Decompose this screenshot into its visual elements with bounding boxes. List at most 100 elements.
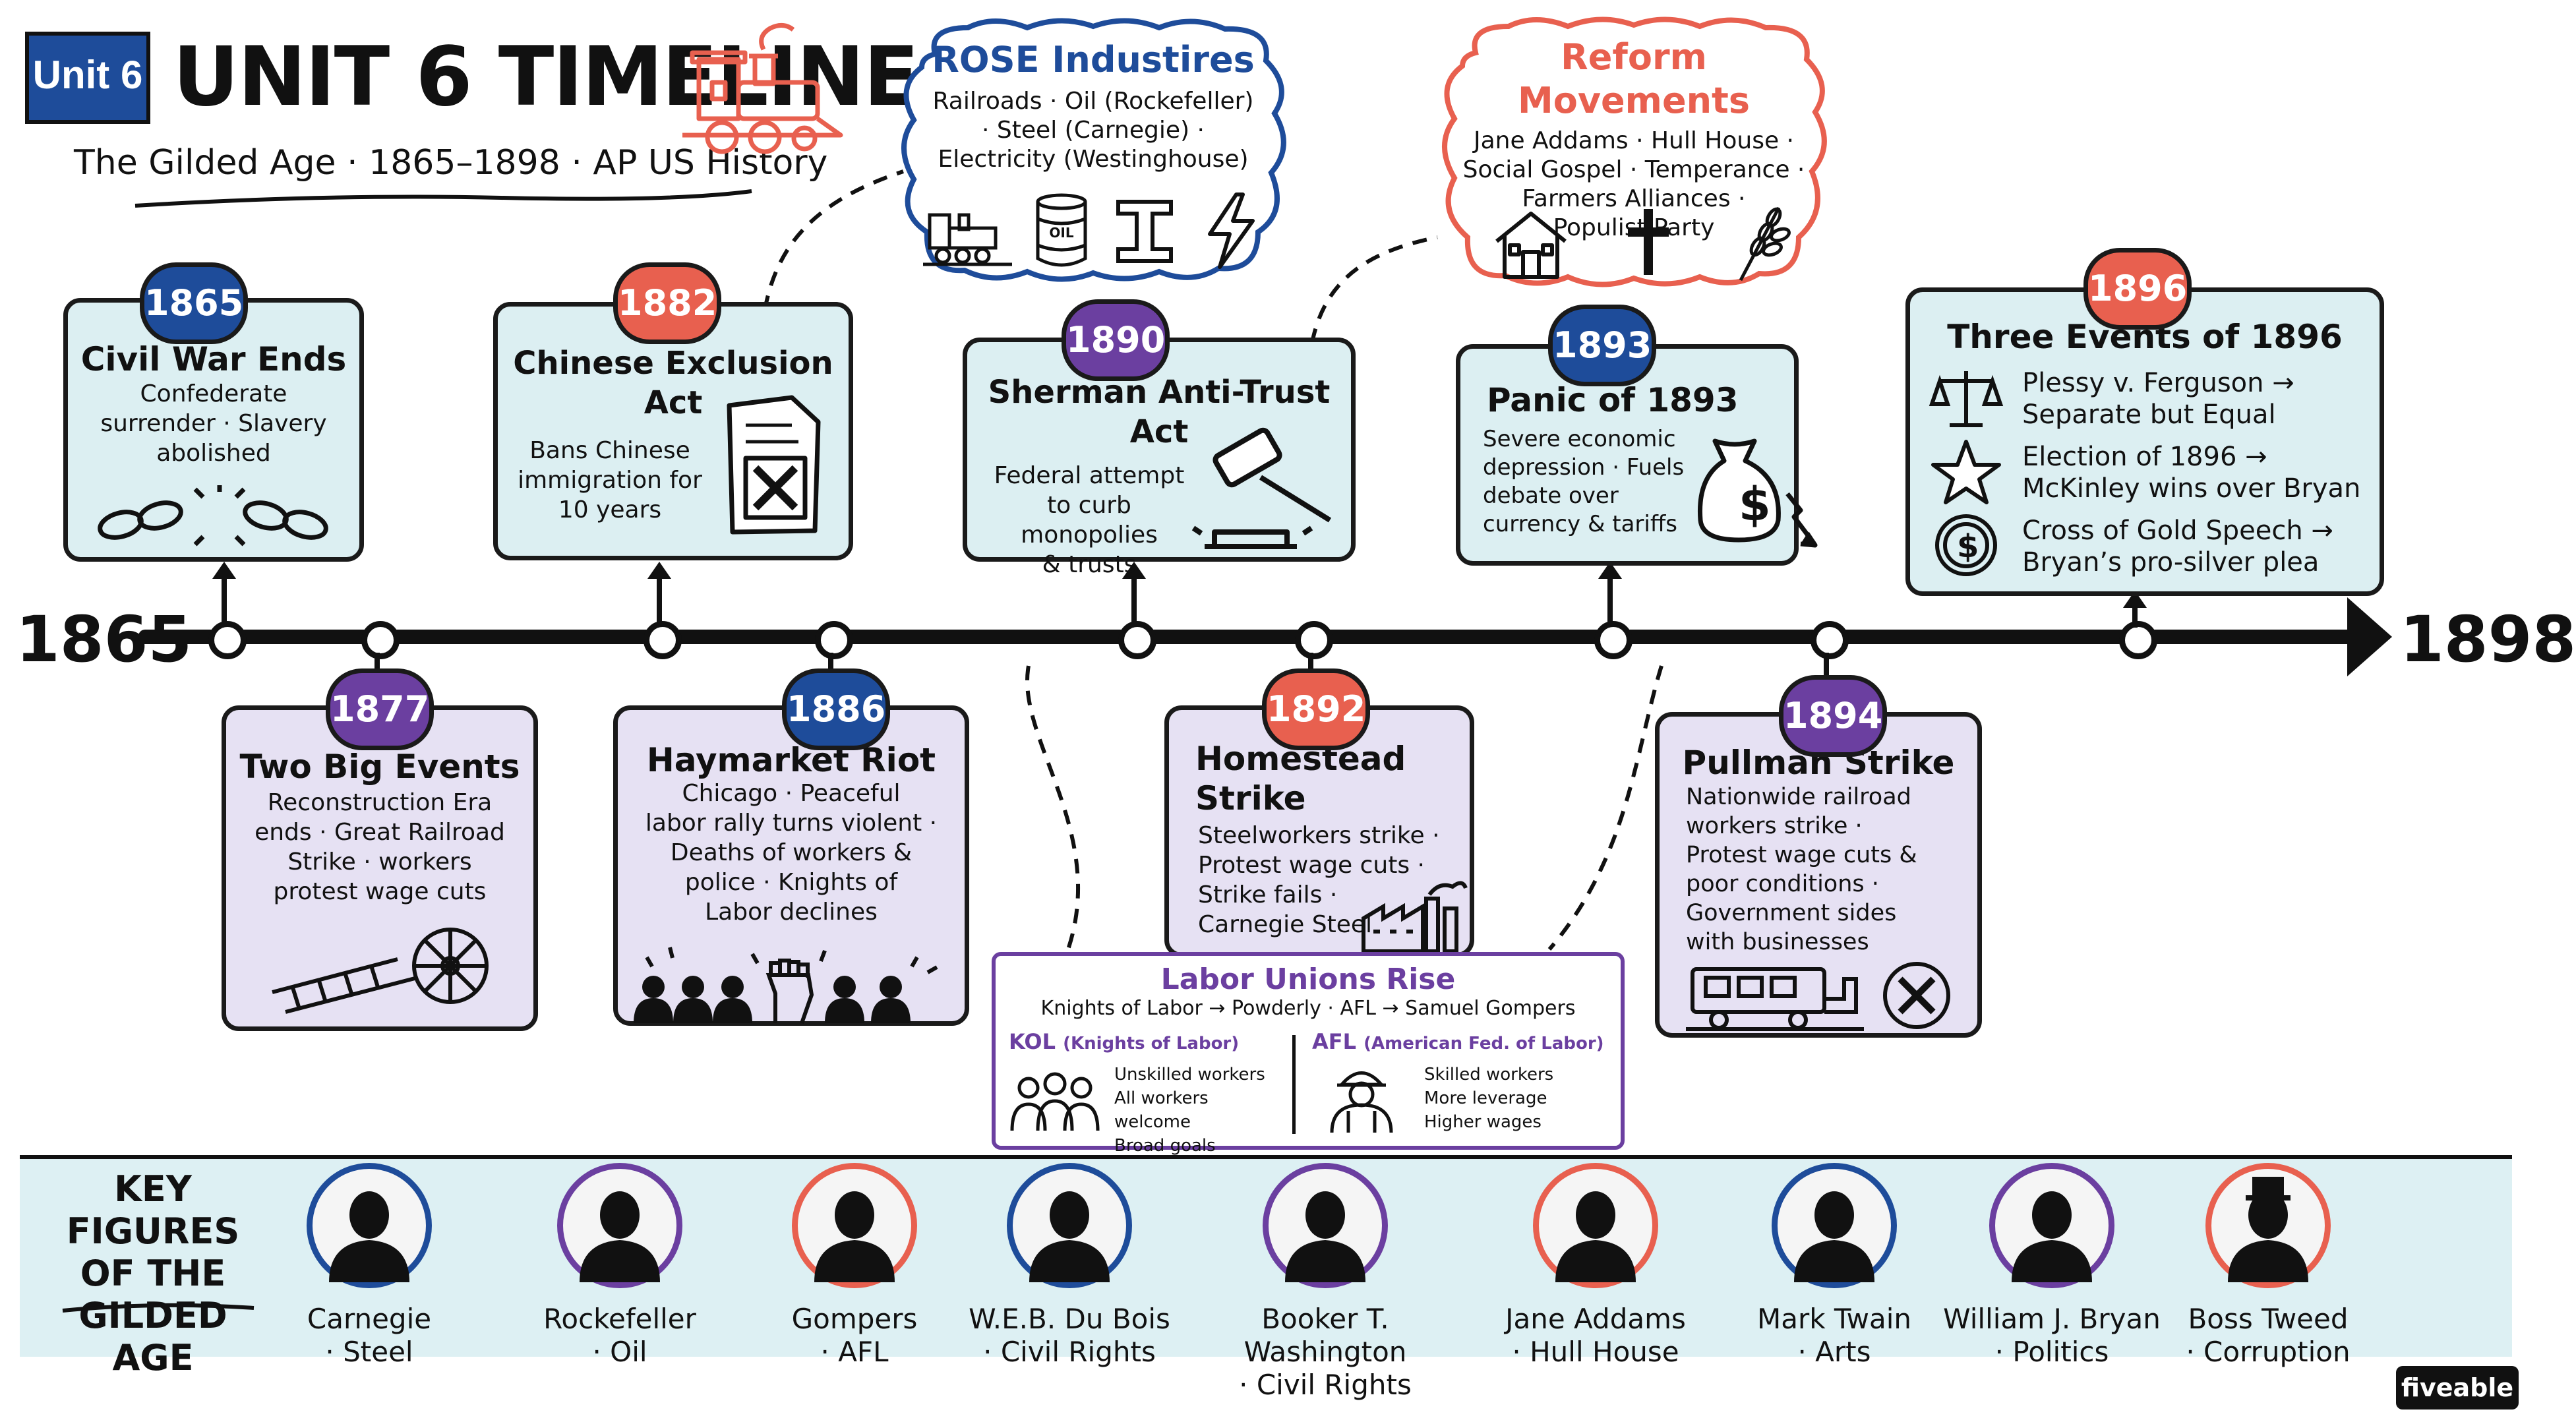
portrait-silhouette-icon xyxy=(1772,1163,1897,1288)
key-figure-name: Rockefeller xyxy=(543,1303,696,1335)
svg-text:$: $ xyxy=(1739,477,1771,531)
portrait-silhouette-icon xyxy=(1263,1163,1388,1288)
event-body-line: Labor declines xyxy=(705,899,878,926)
event-body-line: protest wage cuts xyxy=(273,878,487,905)
key-figure: Rockefeller· Oil xyxy=(508,1163,732,1369)
timeline-node-1882 xyxy=(644,621,682,659)
key-figure-role: · Civil Rights xyxy=(983,1336,1156,1368)
kol-item: Broad goals xyxy=(1114,1136,1216,1156)
event-body-line: Government sides xyxy=(1686,900,1897,926)
event-body-line: depression · Fuels xyxy=(1483,454,1685,481)
portrait-silhouette-icon xyxy=(307,1163,432,1288)
year-badge-1892: 1892 xyxy=(1262,668,1370,750)
key-figure: Carnegie· Steel xyxy=(257,1163,481,1369)
event-body-line: & trusts xyxy=(1042,551,1137,578)
rose-line-3: Electricity (Westinghouse) xyxy=(938,146,1249,173)
key-figure-role: · Civil Rights xyxy=(1239,1369,1412,1401)
fiveable-logo-text: fiveable xyxy=(2401,1373,2514,1402)
event-body-line: Deaths of workers & xyxy=(670,839,913,866)
reform-title: Reform Movements xyxy=(1518,36,1750,121)
reform-line-2: Social Gospel · Temperance · xyxy=(1462,156,1805,183)
rose-line-2: · Steel (Carnegie) · xyxy=(982,117,1205,144)
event-body-line: labor rally turns violent · xyxy=(645,810,938,837)
key-figures-heading-line: OF THE xyxy=(80,1253,226,1294)
key-figure: Boss Tweed· Corruption xyxy=(2156,1163,2380,1369)
event-body-line: currency & tariffs xyxy=(1483,511,1677,537)
portrait-silhouette-icon xyxy=(2205,1163,2331,1288)
timeline-node-1886 xyxy=(815,621,853,659)
event-card-1896: Three Events of 1896 Plessy v. Ferguson … xyxy=(1905,287,2384,596)
key-figure: Gompers· AFL xyxy=(742,1163,967,1369)
portrait-silhouette-icon xyxy=(1989,1163,2114,1288)
event-body-line: workers strike · xyxy=(1686,813,1863,839)
year-badge-1886: 1886 xyxy=(782,668,890,750)
event-body-line: Federal attempt xyxy=(994,462,1185,489)
event-card-1865: Civil War Ends Confederate surrender · S… xyxy=(63,298,364,562)
key-figure: Jane Addams· Hull House xyxy=(1483,1163,1708,1369)
key-figure-name: William J. Bryan xyxy=(1943,1303,2161,1335)
event-body-line: ends · Great Railroad xyxy=(255,819,505,846)
afl-item: More leverage xyxy=(1424,1088,1547,1108)
stem-1890 xyxy=(1131,574,1137,626)
event-item-line: Cross of Gold Speech → xyxy=(2022,516,2333,546)
key-figure-name: Booker T. Washington xyxy=(1243,1303,1407,1368)
key-figure-role: · AFL xyxy=(820,1336,889,1368)
event-title: Panic of 1893 xyxy=(1487,381,1739,419)
event-title: Two Big Events xyxy=(239,748,520,786)
kol-full: (Knights of Labor) xyxy=(1063,1034,1240,1053)
stem-1896 xyxy=(2132,601,2138,628)
event-item-line: McKinley wins over Bryan xyxy=(2022,473,2361,504)
locomotive-icon xyxy=(682,23,843,154)
rose-train-icon xyxy=(923,213,1012,266)
kol-item: Unskilled workers xyxy=(1114,1065,1265,1084)
event-body-line: immigration for xyxy=(518,467,702,494)
timeline-node-1892 xyxy=(1295,621,1333,659)
event-body-line: Chicago · Peaceful xyxy=(682,780,901,807)
event-card-1882: Chinese Exclusion Act Bans Chinese immig… xyxy=(493,302,853,560)
stem-arrow-1890 xyxy=(1122,562,1146,579)
event-card-1877: Two Big Events Reconstruction Era ends ·… xyxy=(222,705,538,1031)
fiveable-logo: fiveable xyxy=(2396,1366,2519,1409)
labor-unions-title: Labor Unions Rise xyxy=(1160,963,1456,996)
key-figure-role: · Corruption xyxy=(2186,1336,2351,1368)
key-figure-role: · Steel xyxy=(325,1336,413,1368)
timeline-node-1894 xyxy=(1811,621,1849,659)
event-body-line: surrender · Slavery xyxy=(100,410,327,437)
stem-1865 xyxy=(222,574,227,626)
hardhat-worker-icon xyxy=(1330,1071,1393,1133)
key-figure: Mark Twain· Arts xyxy=(1722,1163,1946,1369)
event-item-line: Election of 1896 → xyxy=(2022,442,2267,472)
event-body-line: to curb monopolies xyxy=(1021,492,1158,549)
key-figure-role: · Arts xyxy=(1797,1336,1871,1368)
event-card-1890: Sherman Anti-Trust Act Federal attempt t… xyxy=(963,338,1356,578)
year-badge-1882: 1882 xyxy=(613,262,721,344)
key-figures-underline xyxy=(62,1303,255,1313)
year-badge-1865: 1865 xyxy=(140,262,248,344)
event-body-line: debate over xyxy=(1483,483,1619,509)
portrait-silhouette-icon xyxy=(557,1163,682,1288)
timeline-node-1865 xyxy=(208,621,247,659)
kol-abbr: KOL xyxy=(1009,1029,1056,1054)
key-figure-role: · Oil xyxy=(592,1336,647,1368)
event-card-1886: Haymarket Riot Chicago · Peaceful labor … xyxy=(613,705,969,1026)
factory-icon xyxy=(1362,881,1468,953)
afl-abbr: AFL xyxy=(1312,1029,1357,1054)
stem-arrow-1865 xyxy=(212,562,236,579)
key-figure-role: · Hull House xyxy=(1512,1336,1679,1368)
year-badge-1896: 1896 xyxy=(2083,248,2192,330)
event-body-line: 10 years xyxy=(558,496,662,523)
event-1896-item-election: Election of 1896 → McKinley wins over Br… xyxy=(1923,438,2372,511)
oil-barrel-label: OIL xyxy=(1049,225,1073,241)
key-figure-name: Carnegie xyxy=(307,1303,432,1335)
event-card-1892: Homestead Strike Steelworkers strike · P… xyxy=(1164,705,1474,957)
event-body-line: Carnegie Steel xyxy=(1198,911,1373,938)
reform-line-3: Farmers Alliances · xyxy=(1522,185,1746,212)
year-badge-1893: 1893 xyxy=(1548,305,1656,386)
money-bag-down-icon: $ xyxy=(1697,438,1818,548)
wheat-icon xyxy=(1739,206,1791,282)
oil-barrel-icon: OIL xyxy=(1036,193,1087,267)
coin-icon: $ xyxy=(1935,514,1997,576)
labor-unions-divider xyxy=(1292,1035,1296,1134)
timeline-node-1896 xyxy=(2119,621,2157,659)
unit-badge-label: Unit 6 xyxy=(32,53,143,97)
